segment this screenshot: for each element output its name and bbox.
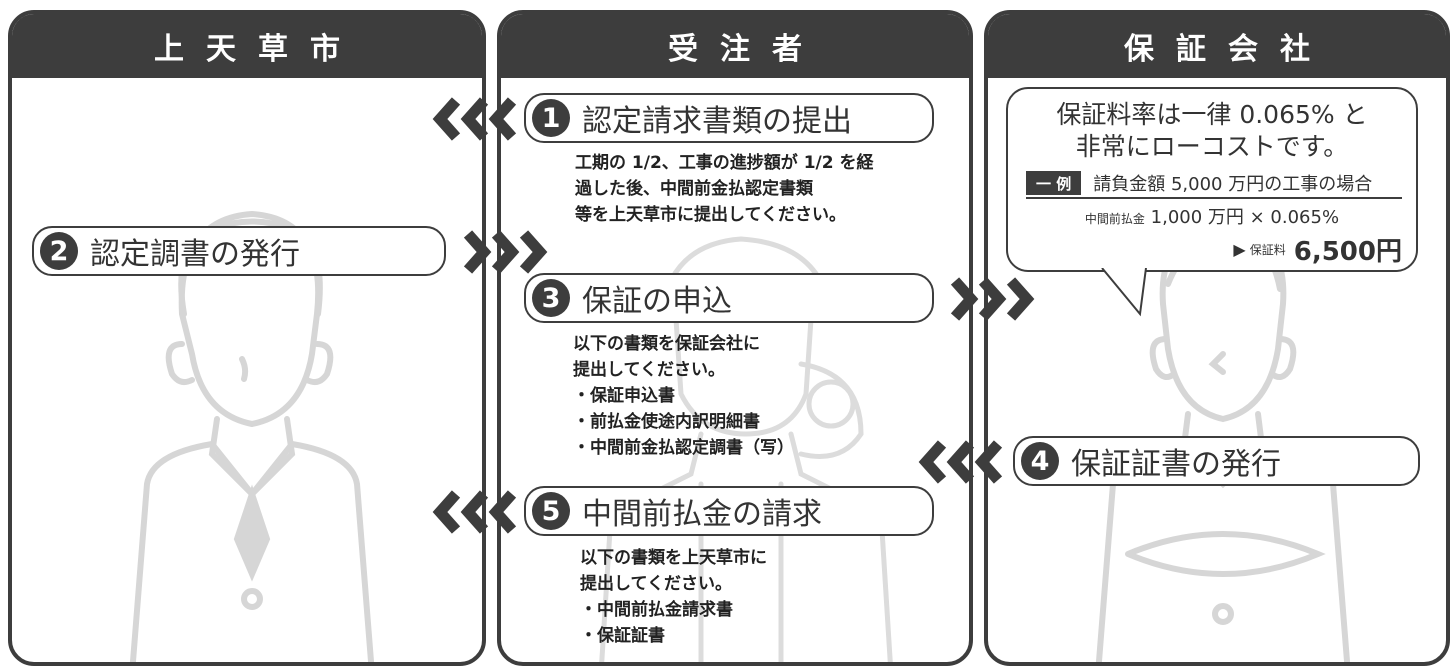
calc-row: 中間前払金 1,000 万円 × 0.065% [1008, 203, 1416, 229]
speech-bubble: 保証料率は一律 0.065% と 非常にローコストです。 一 例 請負金額 5,… [1006, 87, 1418, 272]
bubble-tail [1100, 267, 1150, 322]
step-3-desc-line: 以下の書類を保証会社に [573, 334, 760, 354]
arrow-left-icon [916, 438, 1012, 486]
step-3-pill: 3 保証の申込 [524, 273, 934, 323]
calc-label: 中間前払金 [1084, 212, 1145, 226]
step-5-desc-line: ・中間前払金請求書 [580, 600, 733, 620]
panel-header-guarantor: 保証会社 [988, 14, 1446, 78]
step-3-desc-line: ・中間前金払認定調書（写） [573, 438, 794, 458]
step-4-pill: 4 保証証書の発行 [1013, 436, 1420, 486]
example-text: 請負金額 5,000 万円の工事の場合 [1093, 174, 1373, 195]
triangle-right-icon: ▶ [1233, 240, 1246, 259]
result-value: 6,500円 [1293, 237, 1402, 267]
result-row: ▶ 保証料 6,500円 [1233, 231, 1402, 268]
step-3-description: 以下の書類を保証会社に 提出してください。 ・保証申込書 ・前払金使途内訳明細書… [573, 331, 794, 461]
step-3-desc-line: ・前払金使途内訳明細書 [573, 412, 760, 432]
step-5-desc-line: 以下の書類を上天草市に [580, 548, 767, 568]
step-2-pill: 2 認定調書の発行 [32, 226, 446, 276]
step-3-number: 3 [532, 279, 570, 317]
step-1-desc-line: 過した後、中間前金払認定書類 [575, 179, 813, 199]
step-1-number: 1 [532, 99, 570, 137]
step-5-desc-line: 提出してください。 [580, 574, 732, 594]
step-5-pill: 5 中間前払金の請求 [524, 486, 934, 536]
calc-value: 1,000 万円 × 0.065% [1150, 207, 1340, 228]
panel-header-contractor: 受注者 [501, 14, 969, 78]
arrow-left-icon [430, 95, 526, 143]
example-tag: 一 例 [1026, 171, 1082, 195]
step-1-desc-line: 等を上天草市に提出してください。 [575, 205, 846, 225]
step-1-description: 工期の 1/2、工事の進捗額が 1/2 を経 過した後、中間前金払認定書類 等を… [575, 150, 874, 228]
result-label: 保証料 [1249, 243, 1286, 257]
step-1-desc-line: 工期の 1/2、工事の進捗額が 1/2 を経 [575, 153, 874, 173]
panel-city: 上天草市 [8, 10, 486, 666]
arrow-right-icon [454, 228, 550, 276]
step-1-label: 認定請求書類の提出 [582, 104, 852, 139]
example-row: 一 例 請負金額 5,000 万円の工事の場合 [1026, 169, 1402, 199]
step-2-number: 2 [40, 232, 78, 270]
step-4-label: 保証証書の発行 [1071, 447, 1281, 482]
arrow-left-icon [430, 488, 526, 536]
step-5-description: 以下の書類を上天草市に 提出してください。 ・中間前払金請求書 ・保証証書 [580, 545, 767, 649]
step-5-label: 中間前払金の請求 [582, 497, 822, 532]
step-5-desc-line: ・保証証書 [580, 626, 665, 646]
bubble-headline-1: 保証料率は一律 0.065% と [1056, 100, 1368, 129]
panel-header-city: 上天草市 [12, 14, 482, 78]
step-2-label: 認定調書の発行 [90, 237, 300, 272]
step-5-number: 5 [532, 492, 570, 530]
step-3-desc-line: 提出してください。 [573, 360, 725, 380]
step-4-number: 4 [1021, 442, 1059, 480]
arrow-right-icon [941, 275, 1037, 323]
person-figure-official [12, 14, 482, 662]
step-1-pill: 1 認定請求書類の提出 [524, 93, 934, 143]
bubble-headline-2: 非常にローコストです。 [1075, 132, 1349, 161]
step-3-desc-line: ・保証申込書 [573, 386, 675, 406]
step-3-label: 保証の申込 [582, 284, 732, 319]
